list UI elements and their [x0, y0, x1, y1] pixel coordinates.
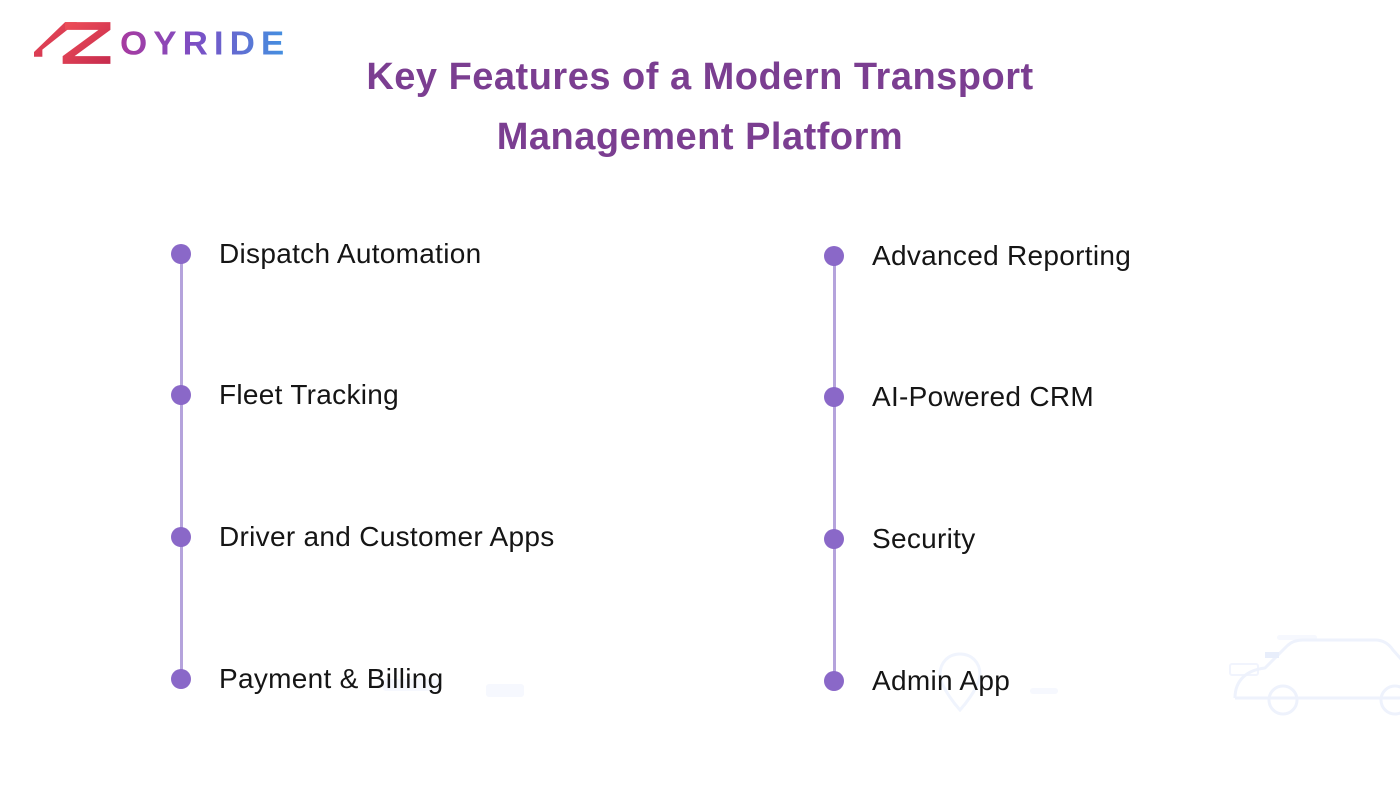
- timeline-dot-icon: [171, 244, 191, 264]
- feature-item-security: Security: [824, 519, 976, 559]
- feature-item-advanced-reporting: Advanced Reporting: [824, 236, 1131, 276]
- feature-label: Fleet Tracking: [219, 379, 400, 410]
- timeline-connector-left: [179, 254, 183, 679]
- timeline-dot-icon: [824, 529, 844, 549]
- zoyride-logo: OYRIDE: [34, 14, 290, 72]
- feature-label: Driver and Customer Apps: [219, 521, 555, 552]
- feature-item-dispatch-automation: Dispatch Automation: [171, 234, 482, 274]
- feature-label: Admin App: [872, 665, 1011, 696]
- timeline-dot-icon: [824, 246, 844, 266]
- timeline-connector-right: [832, 256, 836, 681]
- timeline-dot-icon: [824, 671, 844, 691]
- feature-item-driver-customer-apps: Driver and Customer Apps: [171, 517, 555, 557]
- feature-label: Payment & Billing: [219, 663, 444, 694]
- feature-label: Advanced Reporting: [872, 240, 1132, 271]
- zoyride-logo-text: OYRIDE: [120, 24, 291, 62]
- timeline-dot-icon: [171, 669, 191, 689]
- feature-item-fleet-tracking: Fleet Tracking: [171, 375, 399, 415]
- feature-label: Dispatch Automation: [219, 238, 482, 269]
- timeline-dot-icon: [171, 385, 191, 405]
- feature-item-payment-billing: Payment & Billing: [171, 659, 444, 699]
- feature-label: Security: [872, 523, 976, 554]
- feature-item-ai-powered-crm: AI-Powered CRM: [824, 377, 1094, 417]
- feature-column-left: Dispatch Automation Fleet Tracking Drive…: [171, 234, 771, 704]
- page-title-line1: Key Features of a Modern Transport: [366, 56, 1034, 98]
- page-title: Key Features of a Modern Transport Manag…: [0, 47, 1400, 167]
- zoyride-z-icon: [34, 22, 111, 64]
- feature-item-admin-app: Admin App: [824, 661, 1010, 701]
- timeline-dot-icon: [171, 527, 191, 547]
- feature-label: AI-Powered CRM: [872, 381, 1095, 412]
- page-title-line2: Management Platform: [496, 116, 904, 158]
- feature-column-right: Advanced Reporting AI-Powered CRM Securi…: [824, 236, 1400, 706]
- timeline-dot-icon: [824, 387, 844, 407]
